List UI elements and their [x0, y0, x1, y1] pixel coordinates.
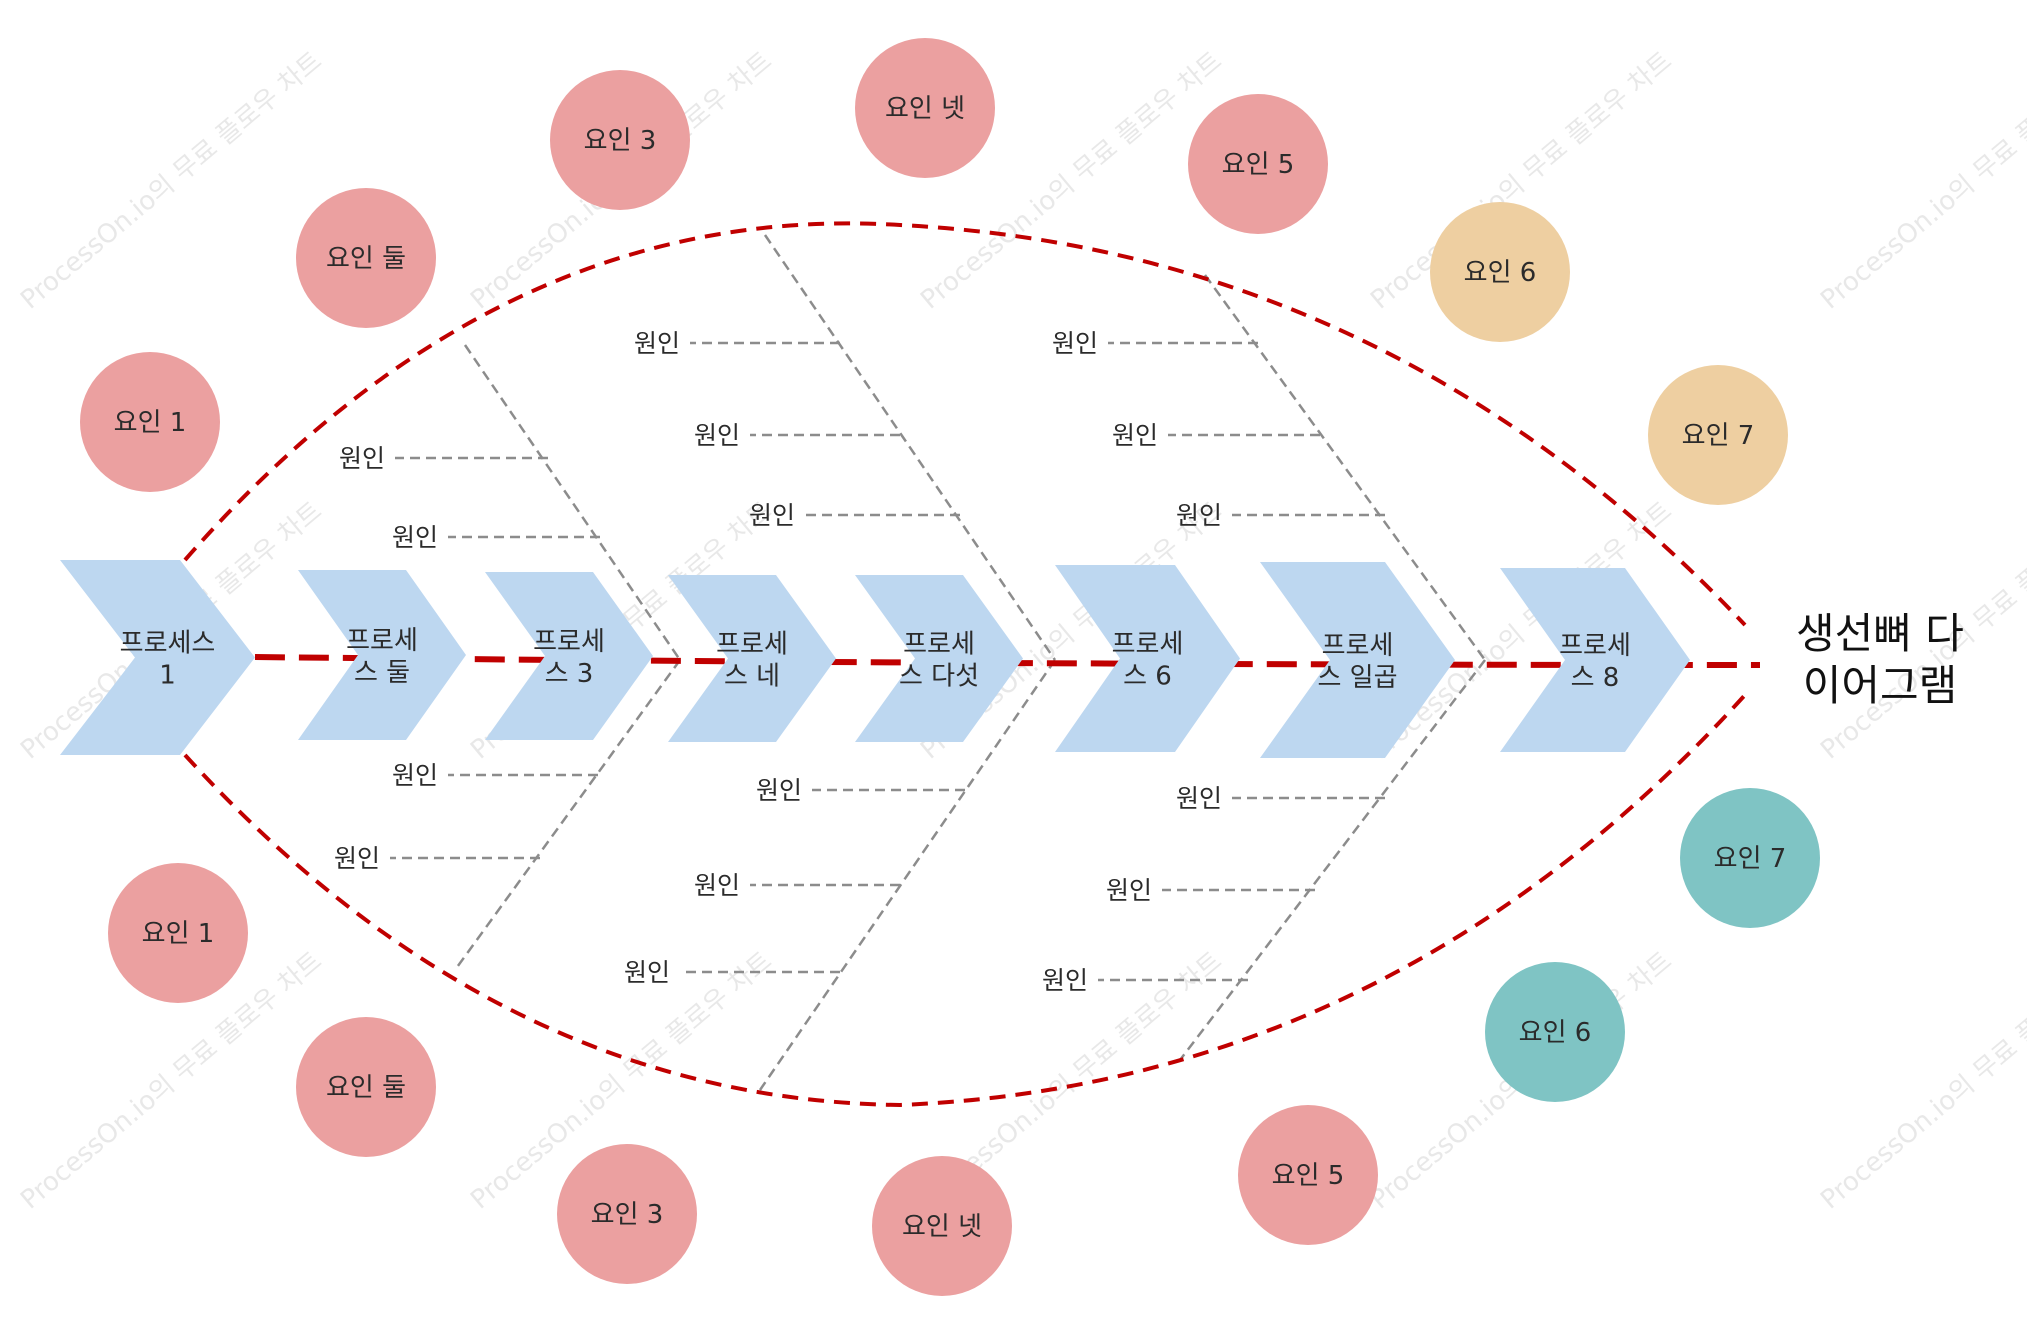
process-label-line1: 프로세	[346, 626, 418, 656]
process-label-line1: 프로세	[1112, 630, 1184, 660]
process-label-line2: 스 네	[724, 662, 780, 692]
cause-label: 원인	[756, 776, 802, 805]
upper-bone-2	[763, 234, 1057, 661]
cause-label: 원인	[1112, 421, 1158, 450]
factor-bottom-label-5: 요인 5	[1272, 1161, 1345, 1191]
factor-bottom-circle-7	[1680, 788, 1820, 928]
factor-top-label-4: 요인 넷	[885, 94, 965, 124]
process-label-line2: 스 다섯	[899, 662, 979, 692]
fish-lower-outline	[183, 693, 1747, 1108]
factor-top-label-5: 요인 5	[1222, 150, 1295, 180]
factor-bottom-circle-4	[872, 1156, 1012, 1296]
factor-bottom-circle-1	[108, 863, 248, 1003]
factor-bottom-label-4: 요인 넷	[902, 1212, 982, 1242]
fish-upper-outline	[183, 221, 1747, 627]
process-label-line1: 프로세	[1322, 631, 1394, 661]
cause-label: 원인	[1042, 966, 1088, 995]
watermark-text: ProcessOn.io의 무료 플로우 차트	[15, 46, 328, 315]
factor-bottom-circle-3	[557, 1144, 697, 1284]
process-chevron-2	[298, 570, 466, 740]
cause-label: 원인	[749, 501, 795, 530]
process-chevron-1	[60, 560, 255, 755]
process-label-line2: 스 둘	[354, 658, 410, 688]
process-chevron-4	[668, 575, 836, 742]
factor-top-circle-4	[855, 38, 995, 178]
process-label-line2: 스 6	[1123, 662, 1172, 692]
process-chevron-7	[1260, 562, 1455, 758]
cause-label: 원인	[634, 329, 680, 358]
process-chevron-5	[855, 575, 1023, 742]
cause-label: 원인	[694, 421, 740, 450]
process-chevron-3	[485, 572, 653, 740]
factor-bottom-label-1: 요인 1	[142, 919, 215, 949]
process-label-line1: 프로세	[1559, 631, 1631, 661]
factor-top-circle-7	[1648, 365, 1788, 505]
cause-label: 원인	[1176, 784, 1222, 813]
factor-top-label-3: 요인 3	[584, 126, 657, 156]
process-label-line2: 스 일곱	[1317, 663, 1397, 693]
title-line-1: 생선뼈 다	[1796, 609, 1964, 658]
factor-bottom-circle-2	[296, 1017, 436, 1157]
lower-bone-3	[1179, 659, 1486, 1061]
factor-bottom-label-6: 요인 6	[1519, 1018, 1592, 1048]
cause-label: 원인	[392, 523, 438, 552]
cause-label: 원인	[339, 444, 385, 473]
cause-label: 원인	[1176, 501, 1222, 530]
factor-bottom-circle-6	[1485, 962, 1625, 1102]
factor-top-circle-6	[1430, 202, 1570, 342]
watermark-text: ProcessOn.io의 무료 플로우 차트	[1815, 46, 2027, 315]
factor-top-circle-2	[296, 188, 436, 328]
process-label-line2: 스 8	[1571, 663, 1620, 693]
lower-bone-2	[758, 659, 1057, 1091]
watermark-text: ProcessOn.io의 무료 플로우 차트	[1815, 946, 2027, 1215]
cause-label: 원인	[1106, 876, 1152, 905]
cause-label: 원인	[694, 871, 740, 900]
factor-top-label-1: 요인 1	[114, 408, 187, 438]
factor-bottom-label-2: 요인 둘	[326, 1073, 406, 1103]
cause-label: 원인	[1052, 329, 1098, 358]
cause-label: 원인	[334, 844, 380, 873]
factor-top-label-2: 요인 둘	[326, 244, 406, 274]
factor-top-circle-5	[1188, 94, 1328, 234]
factor-bottom-circle-5	[1238, 1105, 1378, 1245]
factor-top-label-6: 요인 6	[1464, 258, 1537, 288]
title-line-2: 이어그램	[1803, 661, 1958, 710]
process-chevron-6	[1055, 565, 1240, 752]
factor-bottom-label-3: 요인 3	[591, 1200, 664, 1230]
process-label-line1: 프로세	[533, 627, 605, 657]
process-label-line2: 1	[159, 661, 176, 691]
process-label-line1: 프로세	[716, 630, 788, 660]
process-label-line1: 프로세스	[120, 629, 216, 659]
cause-label: 원인	[624, 958, 670, 987]
factor-top-label-7: 요인 7	[1682, 421, 1755, 451]
factor-bottom-label-7: 요인 7	[1714, 844, 1787, 874]
factor-layer: 요인 1요인 둘요인 3요인 넷요인 5요인 6요인 7요인 1요인 둘요인 3…	[80, 38, 1820, 1296]
cause-label: 원인	[392, 761, 438, 790]
process-label-line1: 프로세	[903, 630, 975, 660]
fish-head-title: 생선뼈 다 이어그램	[1796, 609, 1964, 710]
factor-top-circle-3	[550, 70, 690, 210]
process-chevron-8	[1500, 568, 1690, 752]
process-label-line2: 스 3	[545, 659, 594, 689]
factor-top-circle-1	[80, 352, 220, 492]
